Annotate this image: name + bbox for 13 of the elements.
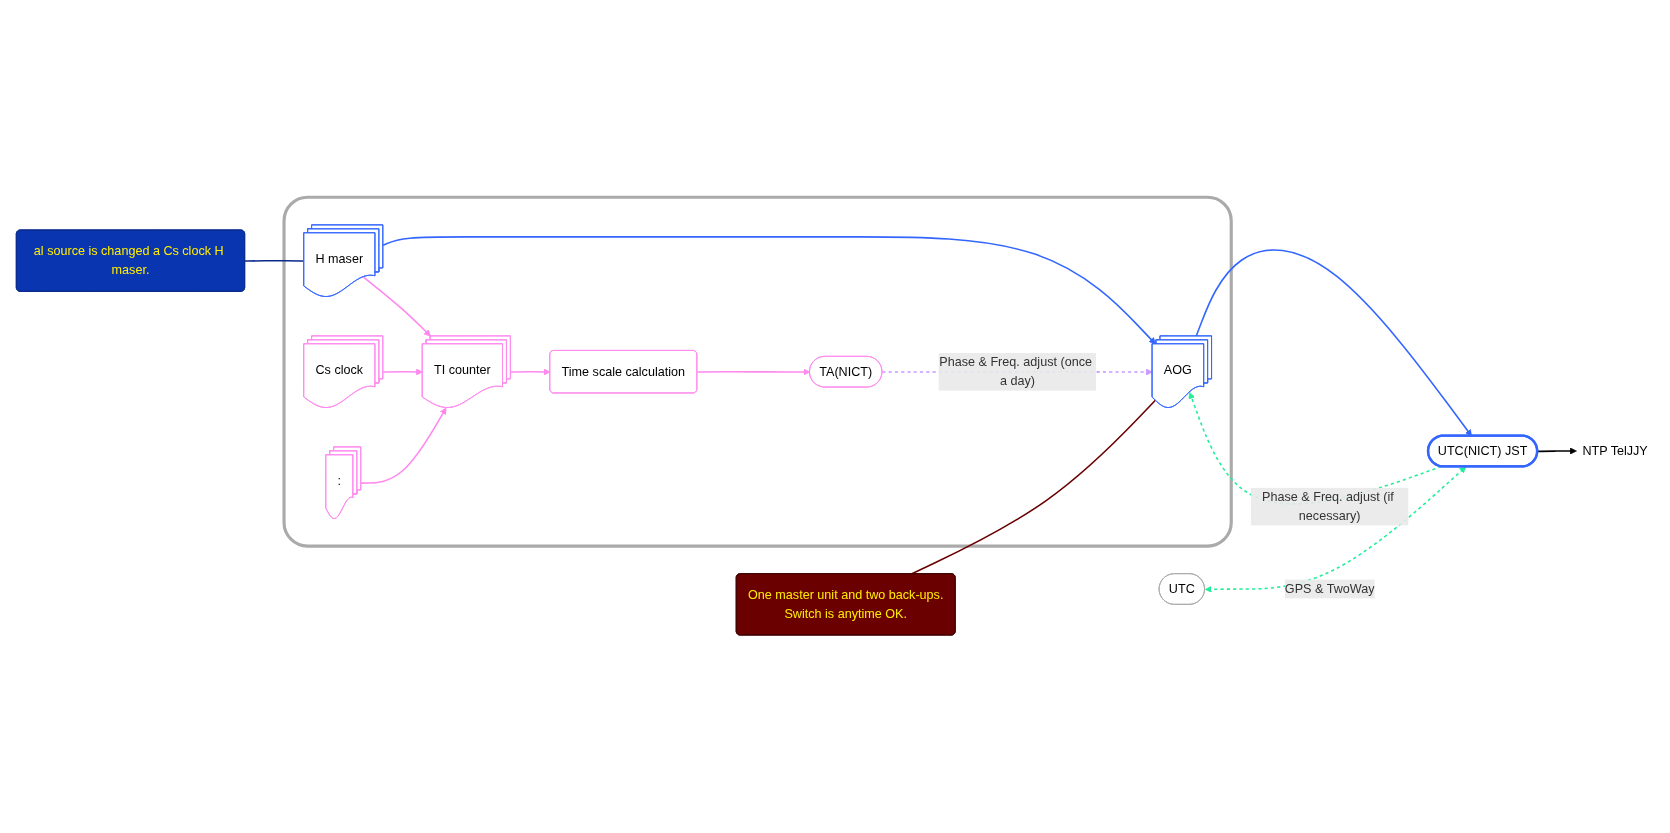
arrow xyxy=(382,368,423,376)
arrow xyxy=(1204,466,1467,594)
node-text: NTP TelJJY xyxy=(1582,444,1648,458)
edge-label: GPS & TwoWay xyxy=(1284,582,1375,596)
arrow xyxy=(360,407,447,485)
arrow xyxy=(510,368,551,376)
edge-label: Phase & Freq. adjust (if necessary) xyxy=(1262,490,1394,523)
arrow xyxy=(362,276,431,337)
edge-label: Phase & Freq. adjust (once a day) xyxy=(939,355,1092,388)
arrow xyxy=(382,236,1156,345)
cluster xyxy=(282,196,1233,548)
arrow xyxy=(696,368,811,376)
connector xyxy=(244,260,305,263)
